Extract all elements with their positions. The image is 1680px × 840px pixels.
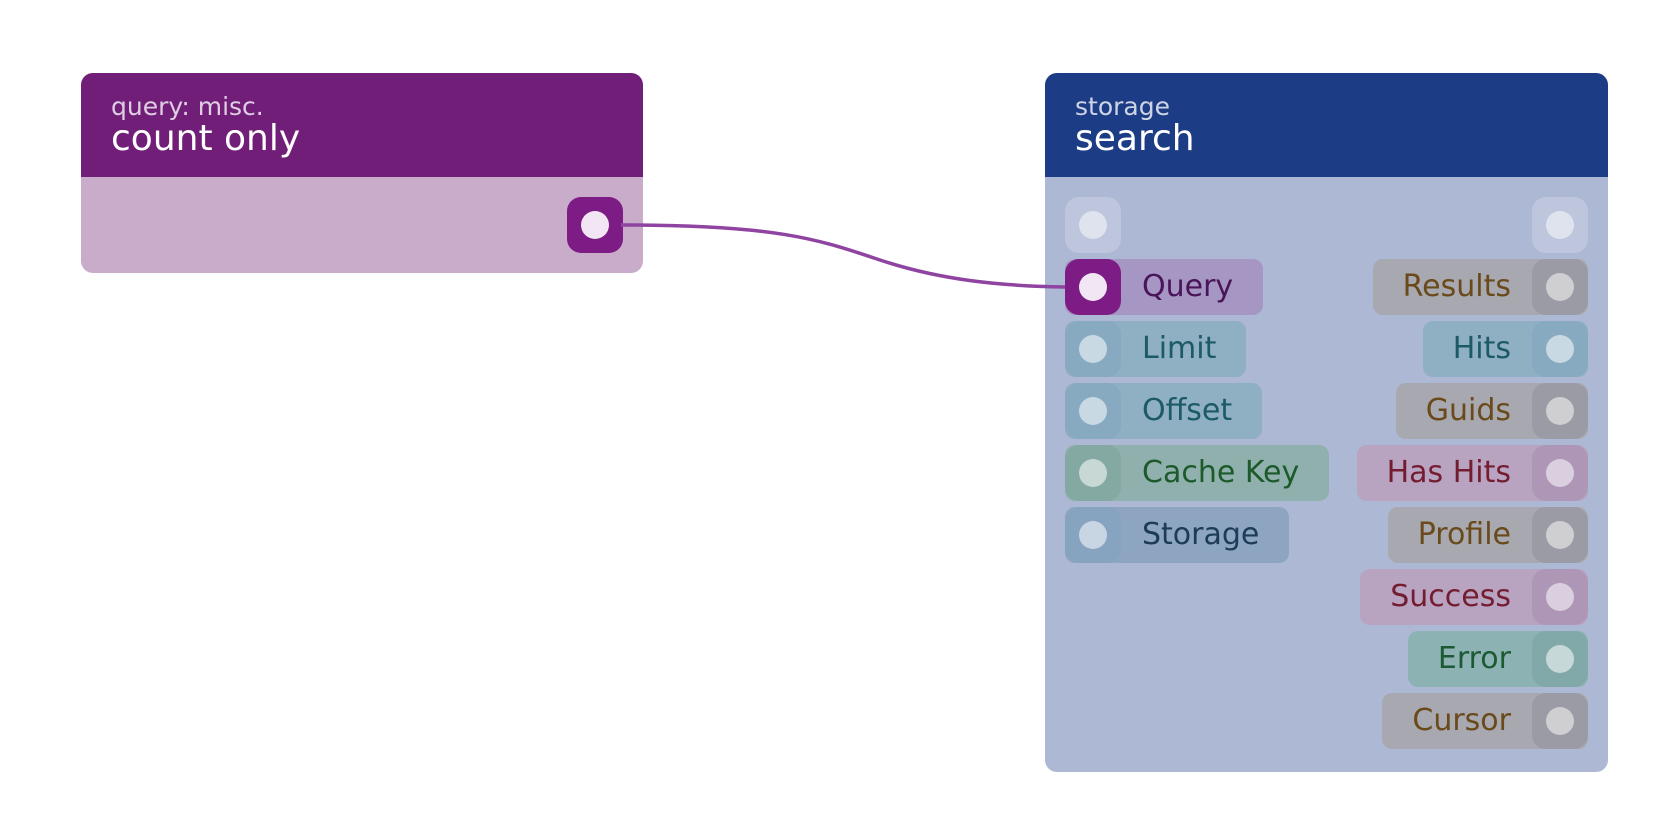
output-port[interactable] bbox=[1532, 507, 1588, 563]
input-label: Offset bbox=[1142, 393, 1233, 428]
port-dot bbox=[1546, 211, 1574, 239]
output-label: Profile bbox=[1417, 517, 1511, 552]
input-port[interactable] bbox=[1065, 259, 1121, 315]
output-success[interactable]: Success bbox=[1360, 569, 1588, 625]
output-port[interactable] bbox=[1532, 383, 1588, 439]
output-error[interactable]: Error bbox=[1407, 631, 1588, 687]
output-port[interactable] bbox=[1532, 631, 1588, 687]
port-dot bbox=[1546, 521, 1574, 549]
output-results[interactable]: Results bbox=[1372, 259, 1588, 315]
input-port[interactable] bbox=[1065, 383, 1121, 439]
input-label: Limit bbox=[1142, 331, 1217, 366]
port-dot bbox=[1546, 583, 1574, 611]
input-port[interactable] bbox=[1065, 507, 1121, 563]
output-port[interactable] bbox=[567, 197, 623, 253]
input-port[interactable] bbox=[1065, 321, 1121, 377]
output-has-hits[interactable]: Has Hits bbox=[1356, 445, 1588, 501]
output-cursor[interactable]: Cursor bbox=[1382, 693, 1588, 749]
output-profile[interactable]: Profile bbox=[1387, 507, 1588, 563]
input-label: Storage bbox=[1142, 517, 1260, 552]
input-port[interactable] bbox=[1065, 445, 1121, 501]
output-guids[interactable]: Guids bbox=[1395, 383, 1588, 439]
port-dot bbox=[1079, 397, 1107, 425]
port-dot bbox=[1546, 645, 1574, 673]
connection-wire[interactable] bbox=[620, 223, 1066, 289]
output-port[interactable] bbox=[1532, 569, 1588, 625]
output-port[interactable] bbox=[1532, 445, 1588, 501]
node-header[interactable]: query: misc. count only bbox=[81, 73, 643, 177]
output-hits[interactable]: Hits bbox=[1422, 321, 1588, 377]
input-label: Query bbox=[1142, 269, 1234, 304]
output-label: Success bbox=[1390, 579, 1511, 614]
port-dot bbox=[1546, 707, 1574, 735]
input-limit[interactable]: Limit bbox=[1065, 321, 1247, 377]
port-dot bbox=[581, 211, 609, 239]
node-title: search bbox=[1075, 118, 1195, 159]
node-category: query: misc. bbox=[111, 92, 264, 121]
input-offset[interactable]: Offset bbox=[1065, 383, 1263, 439]
output-label: Hits bbox=[1452, 331, 1511, 366]
output-label: Has Hits bbox=[1386, 455, 1511, 490]
node-title: count only bbox=[111, 118, 301, 159]
port-dot bbox=[1079, 459, 1107, 487]
port-dot bbox=[1079, 335, 1107, 363]
output-label: Guids bbox=[1425, 393, 1511, 428]
flow-output-port[interactable] bbox=[1532, 197, 1588, 253]
port-dot bbox=[1546, 273, 1574, 301]
port-dot bbox=[1546, 335, 1574, 363]
input-cache-key[interactable]: Cache Key bbox=[1065, 445, 1330, 501]
output-port[interactable] bbox=[1532, 693, 1588, 749]
output-label: Results bbox=[1402, 269, 1511, 304]
node-search[interactable]: storage search Query Limit Offset Cache … bbox=[1045, 73, 1608, 772]
output-port[interactable] bbox=[1532, 259, 1588, 315]
port-dot bbox=[1079, 211, 1107, 239]
node-category: storage bbox=[1075, 92, 1170, 121]
node-count-only[interactable]: query: misc. count only bbox=[81, 73, 643, 273]
port-dot bbox=[1546, 459, 1574, 487]
port-dot bbox=[1079, 521, 1107, 549]
port-dot bbox=[1079, 273, 1107, 301]
input-storage[interactable]: Storage bbox=[1065, 507, 1290, 563]
output-label: Cursor bbox=[1412, 703, 1511, 738]
input-label: Cache Key bbox=[1142, 455, 1300, 490]
node-header[interactable]: storage search bbox=[1045, 73, 1608, 177]
input-query[interactable]: Query bbox=[1065, 259, 1264, 315]
port-dot bbox=[1546, 397, 1574, 425]
flow-input-port[interactable] bbox=[1065, 197, 1121, 253]
output-label: Error bbox=[1437, 641, 1511, 676]
output-port[interactable] bbox=[1532, 321, 1588, 377]
